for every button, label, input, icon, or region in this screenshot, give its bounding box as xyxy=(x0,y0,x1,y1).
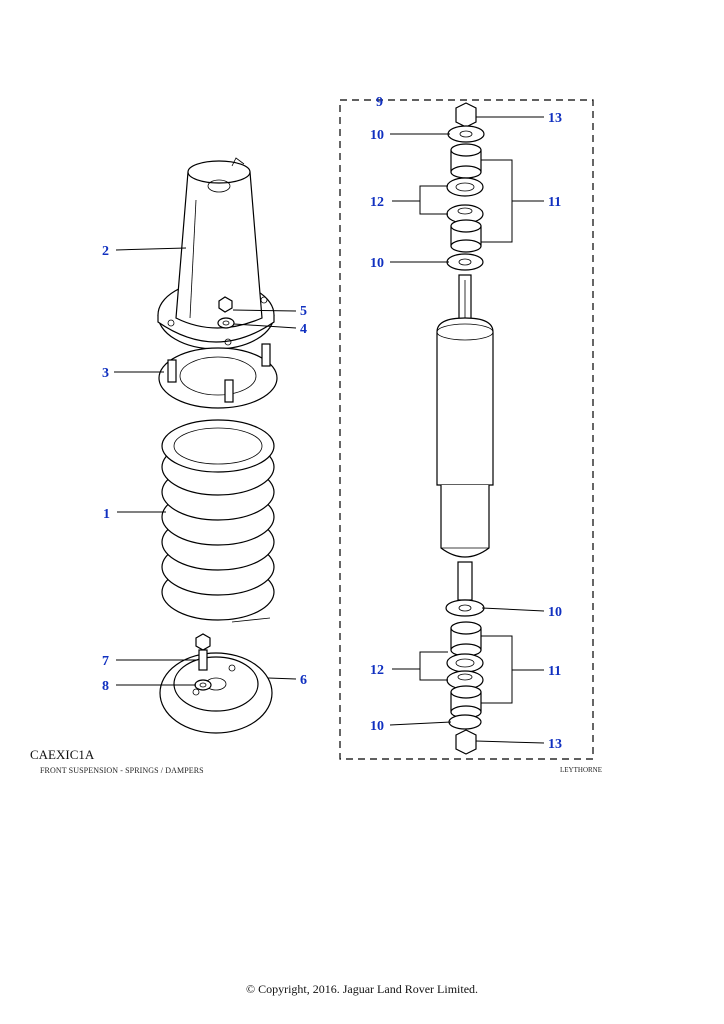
spring-seat-plate xyxy=(158,343,278,409)
turret-washer xyxy=(217,317,235,329)
damper-bottom-spacer-washer xyxy=(446,653,484,673)
damper-bottom-bush-upper xyxy=(450,621,482,657)
callout-10-bottom-lower: 10 xyxy=(370,719,384,734)
damper-top-nut xyxy=(455,102,477,128)
damper-top-spacer-washer xyxy=(446,177,484,197)
callout-10-bottom-upper: 10 xyxy=(548,605,562,620)
illustration-source: LEYTHORNE xyxy=(560,766,602,774)
callout-13-bottom: 13 xyxy=(548,737,562,752)
copyright-notice: © Copyright, 2016. Jaguar Land Rover Lim… xyxy=(245,982,479,996)
damper-top-bush-upper xyxy=(450,143,482,179)
callout-10-top-lower: 10 xyxy=(370,256,384,271)
callout-7: 7 xyxy=(102,654,109,669)
callout-10-top-upper: 10 xyxy=(370,128,384,143)
damper-bottom-washer-upper xyxy=(445,599,485,617)
damper-bottom-bush-lower xyxy=(446,670,484,719)
callout-12-top: 12 xyxy=(370,195,384,210)
callout-11-bottom: 11 xyxy=(548,664,561,679)
coil-spring xyxy=(161,419,275,623)
callout-4: 4 xyxy=(300,322,307,337)
damper-kit-boundary xyxy=(339,99,594,760)
damper-top-bush-lower xyxy=(446,204,484,253)
callout-2: 2 xyxy=(102,244,109,259)
callout-1: 1 xyxy=(103,507,110,522)
lower-seat-washer xyxy=(194,679,212,691)
callout-8: 8 xyxy=(102,679,109,694)
callout-5: 5 xyxy=(300,304,307,319)
damper-bottom-washer-lower xyxy=(448,714,482,730)
callout-12-bottom: 12 xyxy=(370,663,384,678)
illustration-code: CAEXIC1A xyxy=(30,747,95,762)
callout-13-top: 13 xyxy=(548,111,562,126)
callout-3: 3 xyxy=(102,366,109,381)
turret-nut xyxy=(218,296,233,313)
damper-bottom-nut xyxy=(455,729,477,755)
callout-9: 9 xyxy=(376,95,383,110)
shock-absorber xyxy=(436,274,494,601)
callout-11-top: 11 xyxy=(548,195,561,210)
illustration-title: FRONT SUSPENSION - SPRINGS / DAMPERS xyxy=(40,766,204,775)
spring-turret xyxy=(157,157,275,350)
lower-spring-seat xyxy=(159,652,273,734)
damper-top-washer-lower xyxy=(446,253,484,271)
damper-top-washer-upper xyxy=(447,125,485,143)
lower-seat-bolt xyxy=(195,633,211,671)
callouts: 2 3 1 5 4 6 7 8 9 10 10 12 11 13 10 12 1… xyxy=(102,95,562,752)
callout-6: 6 xyxy=(300,673,307,688)
leader-lines xyxy=(114,116,545,744)
